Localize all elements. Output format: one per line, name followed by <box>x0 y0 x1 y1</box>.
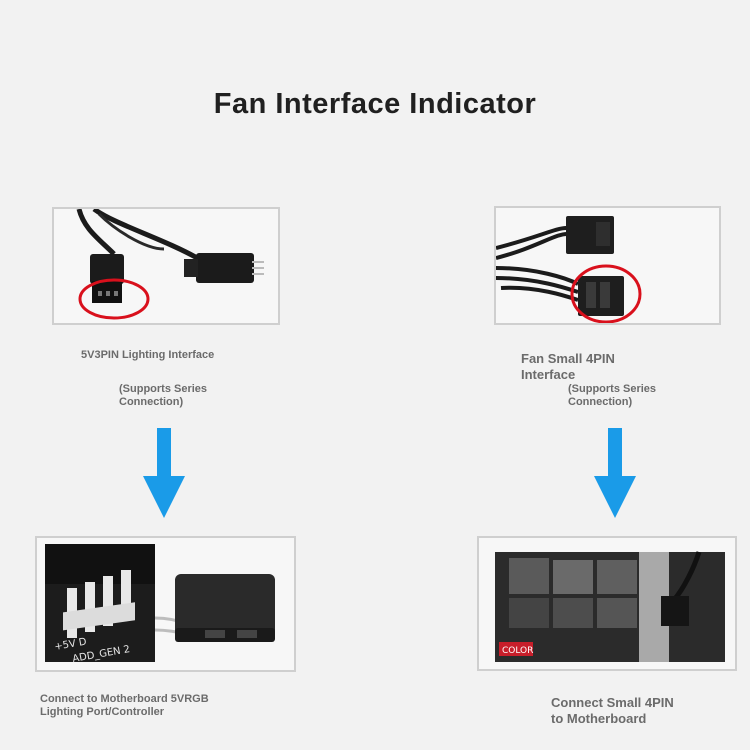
arrow-down-left-icon <box>143 428 185 518</box>
photo-fan-4pin-connector <box>494 206 721 325</box>
rgb-3pin-connector-image <box>54 209 278 323</box>
silkscreen-text: COLOR <box>502 646 533 656</box>
left-bottom-label: Connect to Motherboard 5VRGB Lighting Po… <box>40 693 209 719</box>
left-top-note: (Supports Series Connection) <box>119 383 208 409</box>
highlight-circle <box>570 264 642 323</box>
page-title: Fan Interface Indicator <box>213 88 537 120</box>
motherboard-5vrgb-image: +5V D ADD_GEN 2 <box>37 538 294 670</box>
highlight-circle <box>78 278 150 320</box>
motherboard-fan-header-image: COLOR <box>479 538 735 669</box>
photo-5v3pin-connector <box>52 207 280 325</box>
arrow-down-right-icon <box>594 428 636 518</box>
photo-5vrgb-motherboard-port: +5V D ADD_GEN 2 <box>35 536 296 672</box>
left-top-label: 5V3PIN Lighting Interface <box>81 349 215 361</box>
right-top-note: (Supports Series Connection) <box>568 383 657 409</box>
photo-4pin-motherboard-port: COLOR <box>477 536 737 671</box>
right-top-label: Fan Small 4PIN Interface <box>521 351 615 382</box>
fan-4pin-connector-image <box>496 208 719 323</box>
right-bottom-label: Connect Small 4PIN to Motherboard <box>551 695 674 726</box>
